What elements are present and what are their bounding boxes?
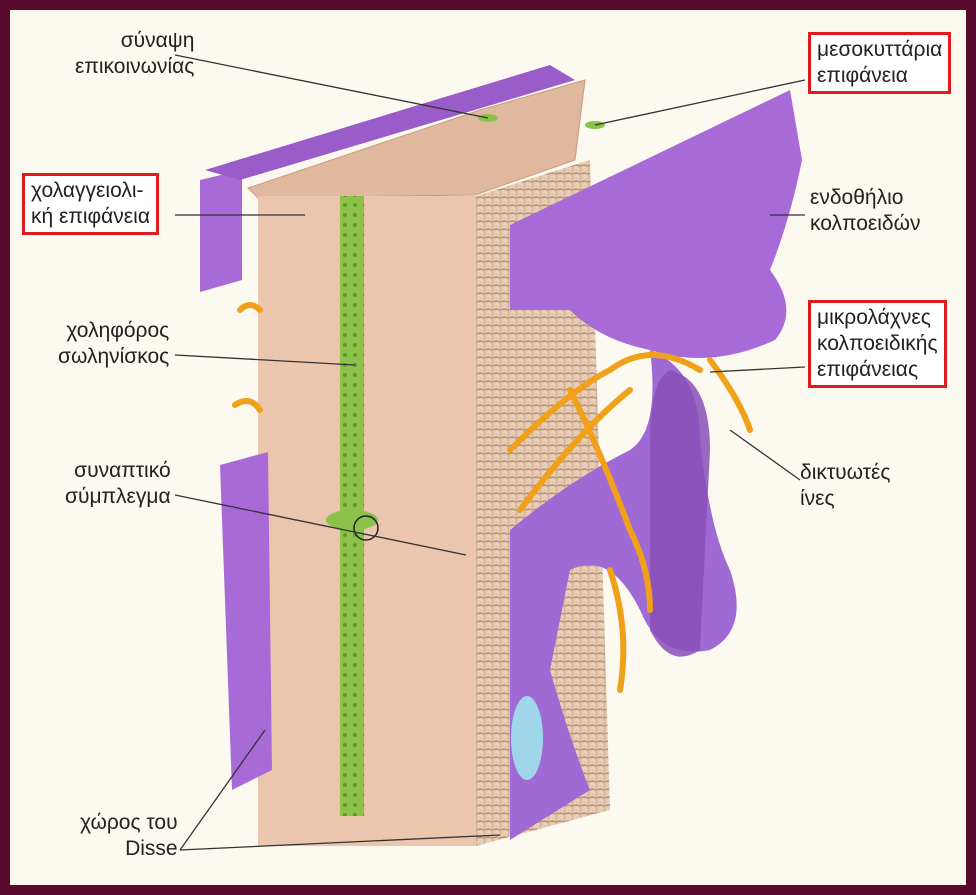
left-endothelium-bottom [220,452,272,790]
label-reticular-fibers: δικτυωτές ίνες [800,460,891,512]
diagram-canvas: σύναψη επικοινωνίας μεσοκυττάρια επιφάνε… [10,10,966,885]
label-sinusoidal-microvilli: μικρολάχνες κολποειδικής επιφάνειας [808,300,947,388]
left-endothelium-top [200,170,242,292]
label-canalicular-surface: χολαγγειολι- κή επιφάνεια [22,173,159,235]
label-space-of-disse: χώρος του Disse [80,810,178,862]
sinusoid-pillar [650,370,710,657]
junctional-complex [326,510,378,530]
bile-canaliculus [340,196,364,816]
label-bile-canaliculus: χοληφόρος σωληνίσκος [58,318,169,370]
label-gap-junction: σύναψη επικοινωνίας [75,28,194,80]
label-sinusoid-endothelium: ενδοθήλιο κολποειδών [810,185,921,237]
liver-cell-illustration [10,10,966,885]
endothelial-nucleus [511,696,543,780]
label-lateral-surface: μεσοκυττάρια επιφάνεια [808,32,951,94]
label-junctional-complex: συναπτικό σύμπλεγμα [65,458,171,510]
